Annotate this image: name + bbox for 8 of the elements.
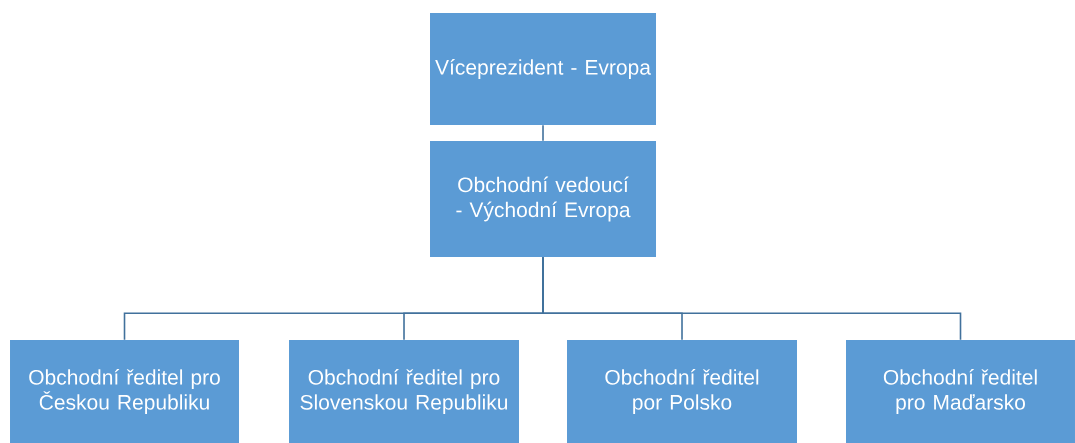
- connector-line: [542, 256, 962, 341]
- org-box: Obchodní ředitel pro Maďarsko: [846, 340, 1075, 443]
- connector-line: [542, 124, 544, 142]
- org-box: Víceprezident - Evropa: [430, 13, 656, 125]
- org-box: Obchodní ředitel pro Českou Republiku: [10, 340, 239, 443]
- org-box: Obchodní ředitel por Polsko: [567, 340, 797, 443]
- org-box: Obchodní vedoucí - Východní Evropa: [430, 141, 656, 257]
- org-box: Obchodní ředitel pro Slovenskou Republiku: [289, 340, 519, 443]
